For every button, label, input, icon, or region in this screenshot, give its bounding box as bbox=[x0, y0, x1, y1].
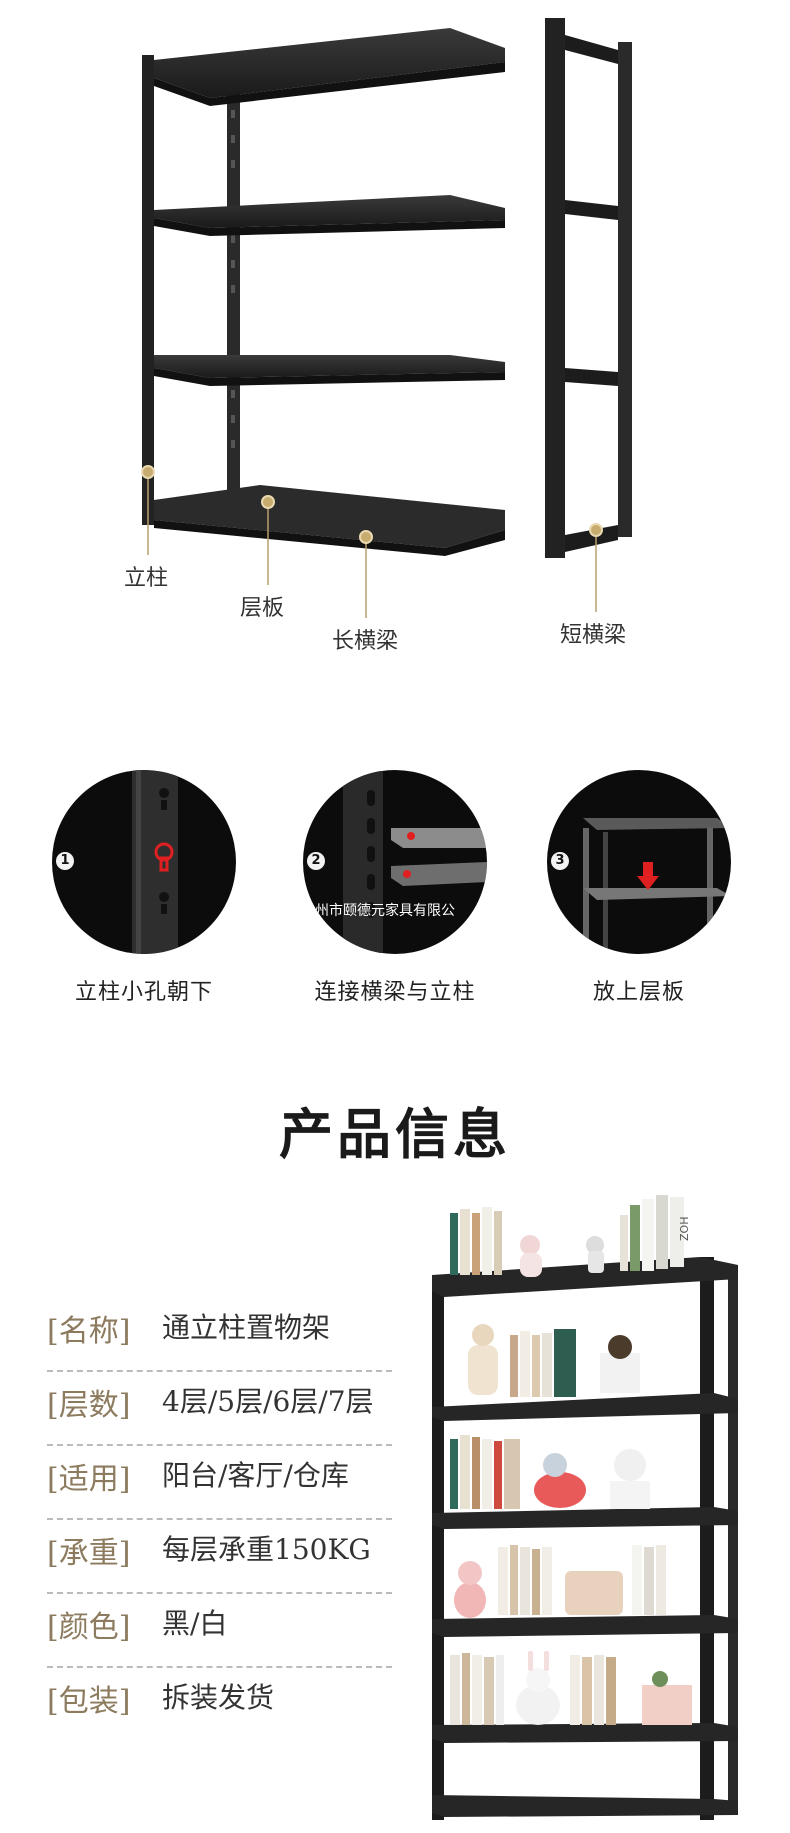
place-shelf-illustration bbox=[583, 818, 731, 954]
spec-key: [名称] bbox=[47, 1314, 131, 1349]
shelf-with-books-illustration: ZOH bbox=[432, 1195, 738, 1820]
step-1-image: 1 bbox=[52, 770, 236, 954]
rack-frame-illustration bbox=[141, 18, 632, 618]
spec-value: 黑/白 bbox=[162, 1607, 228, 1640]
spec-key: [适用] bbox=[47, 1462, 131, 1497]
step-2-number: 2 bbox=[307, 852, 325, 870]
spec-row-load: [承重] 每层承重150KG bbox=[47, 1520, 392, 1594]
spec-key: [包装] bbox=[47, 1684, 131, 1719]
spec-row-packaging: [包装] 拆装发货 bbox=[47, 1668, 392, 1742]
spec-divider bbox=[47, 1370, 392, 1372]
spec-key: [层数] bbox=[47, 1388, 131, 1423]
beam-connection-illustration bbox=[343, 770, 487, 954]
spec-key: [承重] bbox=[47, 1536, 131, 1571]
spec-value: 拆装发货 bbox=[162, 1681, 275, 1714]
spec-value: 阳台/客厅/仓库 bbox=[162, 1459, 349, 1492]
rack-diagram: 立柱 层板 长横梁 短横梁 bbox=[0, 0, 790, 680]
spec-divider bbox=[47, 1592, 392, 1594]
spec-divider bbox=[47, 1444, 392, 1446]
step-1-label: 立柱小孔朝下 bbox=[74, 980, 213, 1005]
callout-long-beam: 长横梁 bbox=[332, 629, 399, 654]
spec-row-color: [颜色] 黑/白 bbox=[47, 1594, 392, 1668]
spec-value: 每层承重150KG bbox=[162, 1533, 371, 1566]
step-3-number: 3 bbox=[551, 852, 569, 870]
product-photo: ZOH bbox=[420, 1195, 760, 1820]
spec-row-layers: [层数] 4层/5层/6层/7层 bbox=[47, 1372, 392, 1446]
spec-divider bbox=[47, 1518, 392, 1520]
step-1-number: 1 bbox=[56, 852, 74, 870]
spec-value: 通立柱置物架 bbox=[162, 1311, 331, 1344]
step-3-image: 3 bbox=[547, 770, 731, 954]
spec-row-name: [名称] 通立柱置物架 bbox=[47, 1298, 392, 1372]
callout-short-beam: 短横梁 bbox=[560, 623, 627, 648]
spec-value: 4层/5层/6层/7层 bbox=[162, 1385, 374, 1418]
step-2-label: 连接横梁与立柱 bbox=[314, 980, 476, 1005]
step-3-label: 放上层板 bbox=[592, 980, 685, 1005]
step-1: 1 立柱小孔朝下 bbox=[44, 770, 244, 1006]
callout-shelf-board: 层板 bbox=[240, 596, 285, 621]
spec-divider bbox=[47, 1666, 392, 1668]
spec-row-usage: [适用] 阳台/客厅/仓库 bbox=[47, 1446, 392, 1520]
upright-hole-illustration bbox=[132, 770, 178, 954]
book-spine-text: ZOH bbox=[678, 1217, 691, 1241]
step-2: 2 连接横梁与立柱 bbox=[295, 770, 495, 1006]
step-2-image: 2 bbox=[303, 770, 487, 954]
section-title: 产品信息 bbox=[279, 1102, 511, 1166]
step-3: 3 放上层板 bbox=[539, 770, 739, 1006]
callout-upright: 立柱 bbox=[124, 566, 169, 591]
watermark-text: 州市颐德元家具有限公 bbox=[315, 903, 455, 919]
spec-key: [颜色] bbox=[47, 1610, 131, 1645]
